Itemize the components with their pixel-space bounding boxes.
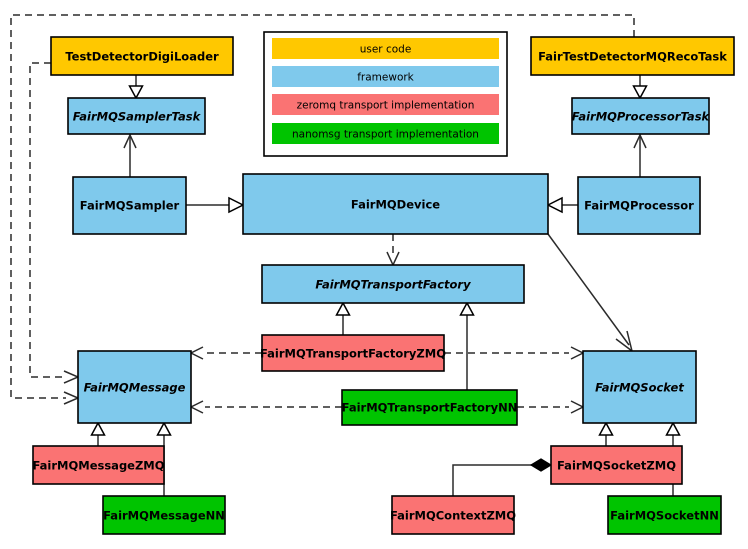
edge-messagezmq-inherits-message bbox=[90, 421, 106, 446]
legend-item-nanomsg: nanomsg transport implementation bbox=[272, 123, 499, 144]
edge-socketzmq-composes-contextzmq bbox=[452, 458, 553, 496]
edge-processor-inherits-device bbox=[546, 196, 578, 214]
edge-transportfactorynn-creates-message bbox=[189, 400, 342, 414]
legend-swatch-zeromq bbox=[272, 94, 499, 115]
edge-device-uses-socket bbox=[547, 233, 634, 353]
edge-recotask-inherits-processortask bbox=[632, 75, 648, 100]
node-box-fairmq-context-zmq[interactable] bbox=[391, 495, 515, 535]
node-box-fair-test-detector-mq-reco-task[interactable] bbox=[530, 36, 735, 76]
edge-transportfactoryzmq-creates-message bbox=[189, 346, 262, 360]
node-box-test-detector-digi-loader[interactable] bbox=[50, 36, 234, 76]
node-box-fairmq-transport-factory-zmq[interactable] bbox=[261, 334, 445, 372]
node-box-fairmq-device[interactable] bbox=[242, 173, 549, 235]
node-test-detector-digi-loader[interactable]: TestDetectorDigiLoader bbox=[50, 36, 234, 76]
node-fairmq-transport-factory-nn[interactable]: FairMQTransportFactoryNN bbox=[341, 389, 518, 426]
edge-processor-uses-processortask bbox=[633, 133, 647, 177]
node-fairmq-context-zmq[interactable]: FairMQContextZMQ bbox=[390, 495, 516, 535]
edge-transportfactoryzmq-inherits-transportfactory bbox=[335, 301, 351, 335]
node-fairmq-processor[interactable]: FairMQProcessor bbox=[577, 176, 701, 235]
legend-item-framework: framework bbox=[272, 66, 499, 87]
edge-sampler-uses-samplertask bbox=[123, 133, 137, 177]
node-fairmq-device[interactable]: FairMQDevice bbox=[242, 173, 549, 235]
edge-device-depends-transportfactory bbox=[386, 234, 400, 267]
node-fairmq-socket[interactable]: FairMQSocket bbox=[582, 350, 697, 424]
node-fairmq-socket-nn[interactable]: FairMQSocketNN bbox=[607, 495, 722, 535]
legend-swatch-nanomsg bbox=[272, 123, 499, 144]
edge-socketzmq-inherits-socket bbox=[598, 421, 614, 446]
node-box-fairmq-sampler-task[interactable] bbox=[67, 97, 206, 135]
node-box-fairmq-socket-zmq[interactable] bbox=[550, 445, 683, 485]
node-fairmq-transport-factory[interactable]: FairMQTransportFactory bbox=[261, 264, 525, 304]
legend-swatch-framework bbox=[272, 66, 499, 87]
node-box-fairmq-transport-factory-nn[interactable] bbox=[341, 389, 518, 426]
node-box-fairmq-socket[interactable] bbox=[582, 350, 697, 424]
edge-transportfactorynn-creates-socket bbox=[517, 400, 585, 414]
edge-sampler-inherits-device bbox=[186, 196, 245, 214]
node-box-fairmq-processor-task[interactable] bbox=[571, 97, 710, 135]
edge-digiloader-inherits-samplertask bbox=[128, 75, 144, 100]
node-fairmq-sampler[interactable]: FairMQSampler bbox=[72, 176, 187, 235]
edge-transportfactorynn-inherits-transportfactory bbox=[459, 301, 475, 390]
node-box-fairmq-message-nn[interactable] bbox=[102, 495, 226, 535]
node-fairmq-message-nn[interactable]: FairMQMessageNN bbox=[102, 495, 226, 535]
legend-item-zeromq: zeromq transport implementation bbox=[272, 94, 499, 115]
legend-item-user-code: user code bbox=[272, 38, 499, 59]
node-fairmq-message[interactable]: FairMQMessage bbox=[77, 350, 192, 424]
edge-layer bbox=[10, 14, 681, 496]
legend: user code framework zeromq transport imp… bbox=[263, 31, 508, 157]
node-box-fairmq-transport-factory[interactable] bbox=[261, 264, 525, 304]
node-fair-test-detector-mq-reco-task[interactable]: FairTestDetectorMQRecoTask bbox=[530, 36, 735, 76]
node-fairmq-message-zmq[interactable]: FairMQMessageZMQ bbox=[32, 445, 165, 485]
node-box-fairmq-sampler[interactable] bbox=[72, 176, 187, 235]
node-box-fairmq-socket-nn[interactable] bbox=[607, 495, 722, 535]
node-fairmq-sampler-task[interactable]: FairMQSamplerTask bbox=[67, 97, 206, 135]
node-box-fairmq-message[interactable] bbox=[77, 350, 192, 424]
node-box-fairmq-message-zmq[interactable] bbox=[32, 445, 165, 485]
node-fairmq-socket-zmq[interactable]: FairMQSocketZMQ bbox=[550, 445, 683, 485]
edge-transportfactoryzmq-creates-socket bbox=[444, 346, 585, 360]
node-fairmq-processor-task[interactable]: FairMQProcessorTask bbox=[571, 97, 711, 135]
node-box-fairmq-processor[interactable] bbox=[577, 176, 701, 235]
legend-swatch-user-code bbox=[272, 38, 499, 59]
node-fairmq-transport-factory-zmq[interactable]: FairMQTransportFactoryZMQ bbox=[260, 334, 446, 372]
